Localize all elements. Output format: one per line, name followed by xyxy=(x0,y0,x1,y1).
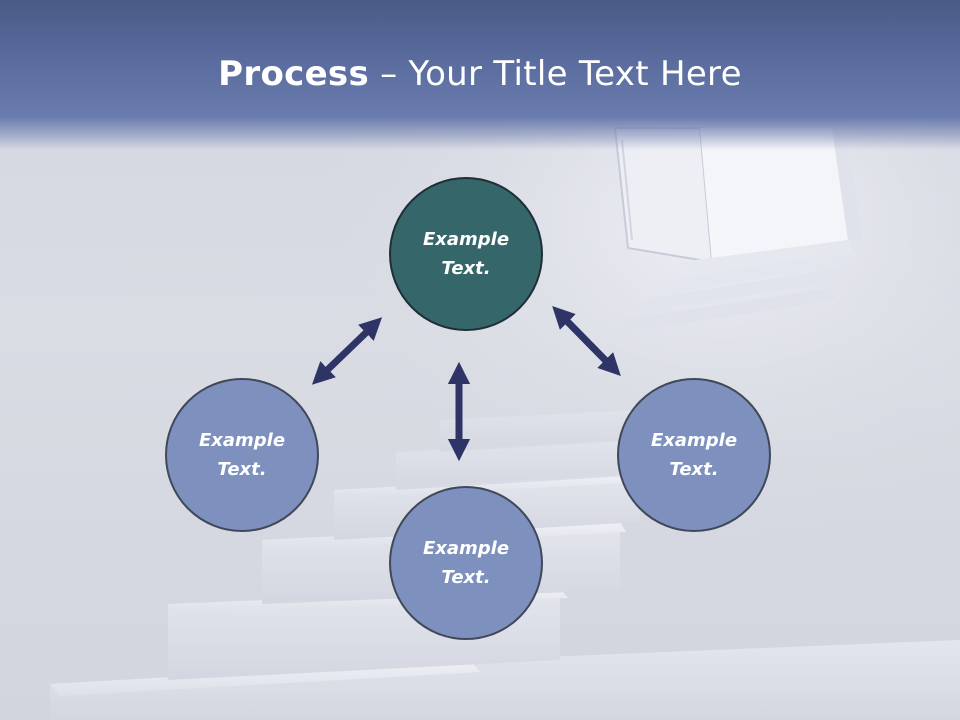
node-left: Example Text. xyxy=(165,378,319,532)
title-bold: Process xyxy=(218,54,370,94)
node-top: Example Text. xyxy=(389,177,543,331)
node-right-text: Example Text. xyxy=(650,430,738,480)
arrow-right-top xyxy=(552,306,621,376)
node-bottom: Example Text. xyxy=(389,486,543,640)
node-bottom-text: Example Text. xyxy=(422,538,510,588)
slide-title: Process – Your Title Text Here xyxy=(0,52,960,96)
title-rest: – Your Title Text Here xyxy=(369,54,742,94)
node-right: Example Text. xyxy=(617,378,771,532)
title-band xyxy=(0,0,960,150)
arrow-left-top xyxy=(311,317,383,385)
node-left-text: Example Text. xyxy=(198,430,286,480)
node-top-text: Example Text. xyxy=(422,229,510,279)
upper-steps xyxy=(620,250,856,332)
door-illustration xyxy=(613,127,862,276)
